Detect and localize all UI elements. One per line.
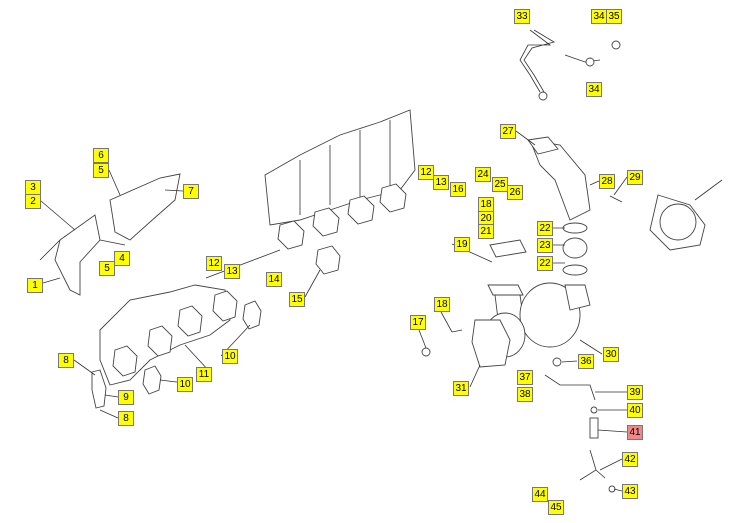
callout[interactable]: 31 bbox=[453, 381, 469, 396]
callout[interactable]: 12 bbox=[206, 256, 222, 271]
callout[interactable]: 4 bbox=[114, 251, 130, 266]
callout[interactable]: 35 bbox=[606, 9, 622, 24]
callout[interactable]: 42 bbox=[622, 452, 638, 467]
callout[interactable]: 30 bbox=[603, 347, 619, 362]
callout[interactable]: 17 bbox=[410, 315, 426, 330]
callout[interactable]: 34 bbox=[591, 9, 607, 24]
callout[interactable]: 26 bbox=[507, 185, 523, 200]
callout[interactable]: 6 bbox=[93, 148, 109, 163]
callout[interactable]: 8 bbox=[118, 411, 134, 426]
callout[interactable]: 8 bbox=[58, 353, 74, 368]
callout[interactable]: 1 bbox=[27, 278, 43, 293]
callout[interactable]: 33 bbox=[514, 9, 530, 24]
callout[interactable]: 2 bbox=[25, 194, 41, 209]
wastegate-actuator bbox=[649, 179, 723, 251]
exhaust-manifold-upper bbox=[264, 109, 416, 275]
callout[interactable]: 7 bbox=[183, 184, 199, 199]
oil-feed-pipe bbox=[519, 29, 621, 101]
callout[interactable]: 9 bbox=[118, 390, 134, 405]
callout[interactable]: 44 bbox=[532, 487, 548, 502]
callout[interactable]: 27 bbox=[500, 124, 516, 139]
callout[interactable]: 13 bbox=[224, 264, 240, 279]
callout[interactable]: 20 bbox=[478, 211, 494, 226]
callout[interactable]: 43 bbox=[622, 484, 638, 499]
callout[interactable]: 40 bbox=[627, 403, 643, 418]
callout[interactable]: 29 bbox=[627, 170, 643, 185]
exhaust-manifold-lower bbox=[91, 284, 262, 409]
callout[interactable]: 24 bbox=[475, 167, 491, 182]
turbocharger bbox=[421, 136, 623, 493]
callout[interactable]: 34 bbox=[586, 82, 602, 97]
callout[interactable]: 14 bbox=[266, 272, 282, 287]
callout[interactable]: 16 bbox=[450, 182, 466, 197]
callout[interactable]: 12 bbox=[418, 165, 434, 180]
heat-shield bbox=[39, 173, 181, 296]
callout-highlighted[interactable]: 41 bbox=[627, 425, 643, 440]
callout[interactable]: 22 bbox=[537, 221, 553, 236]
leader-lines bbox=[40, 130, 628, 492]
callout[interactable]: 11 bbox=[196, 367, 212, 382]
callout[interactable]: 39 bbox=[627, 385, 643, 400]
callout[interactable]: 21 bbox=[478, 224, 494, 239]
callout[interactable]: 13 bbox=[433, 175, 449, 190]
callout[interactable]: 45 bbox=[548, 500, 564, 515]
callout[interactable]: 22 bbox=[537, 256, 553, 271]
callout[interactable]: 5 bbox=[93, 163, 109, 178]
callout[interactable]: 19 bbox=[454, 237, 470, 252]
callout[interactable]: 38 bbox=[517, 387, 533, 402]
callout[interactable]: 15 bbox=[289, 292, 305, 307]
callout[interactable]: 3 bbox=[25, 180, 41, 195]
callout[interactable]: 23 bbox=[537, 238, 553, 253]
callout[interactable]: 18 bbox=[478, 197, 494, 212]
callout[interactable]: 10 bbox=[222, 349, 238, 364]
callout[interactable]: 37 bbox=[517, 370, 533, 385]
callout[interactable]: 28 bbox=[599, 174, 615, 189]
callout[interactable]: 10 bbox=[177, 377, 193, 392]
callout[interactable]: 5 bbox=[99, 261, 115, 276]
callout[interactable]: 18 bbox=[434, 297, 450, 312]
callout[interactable]: 36 bbox=[578, 354, 594, 369]
callout[interactable]: 25 bbox=[492, 177, 508, 192]
